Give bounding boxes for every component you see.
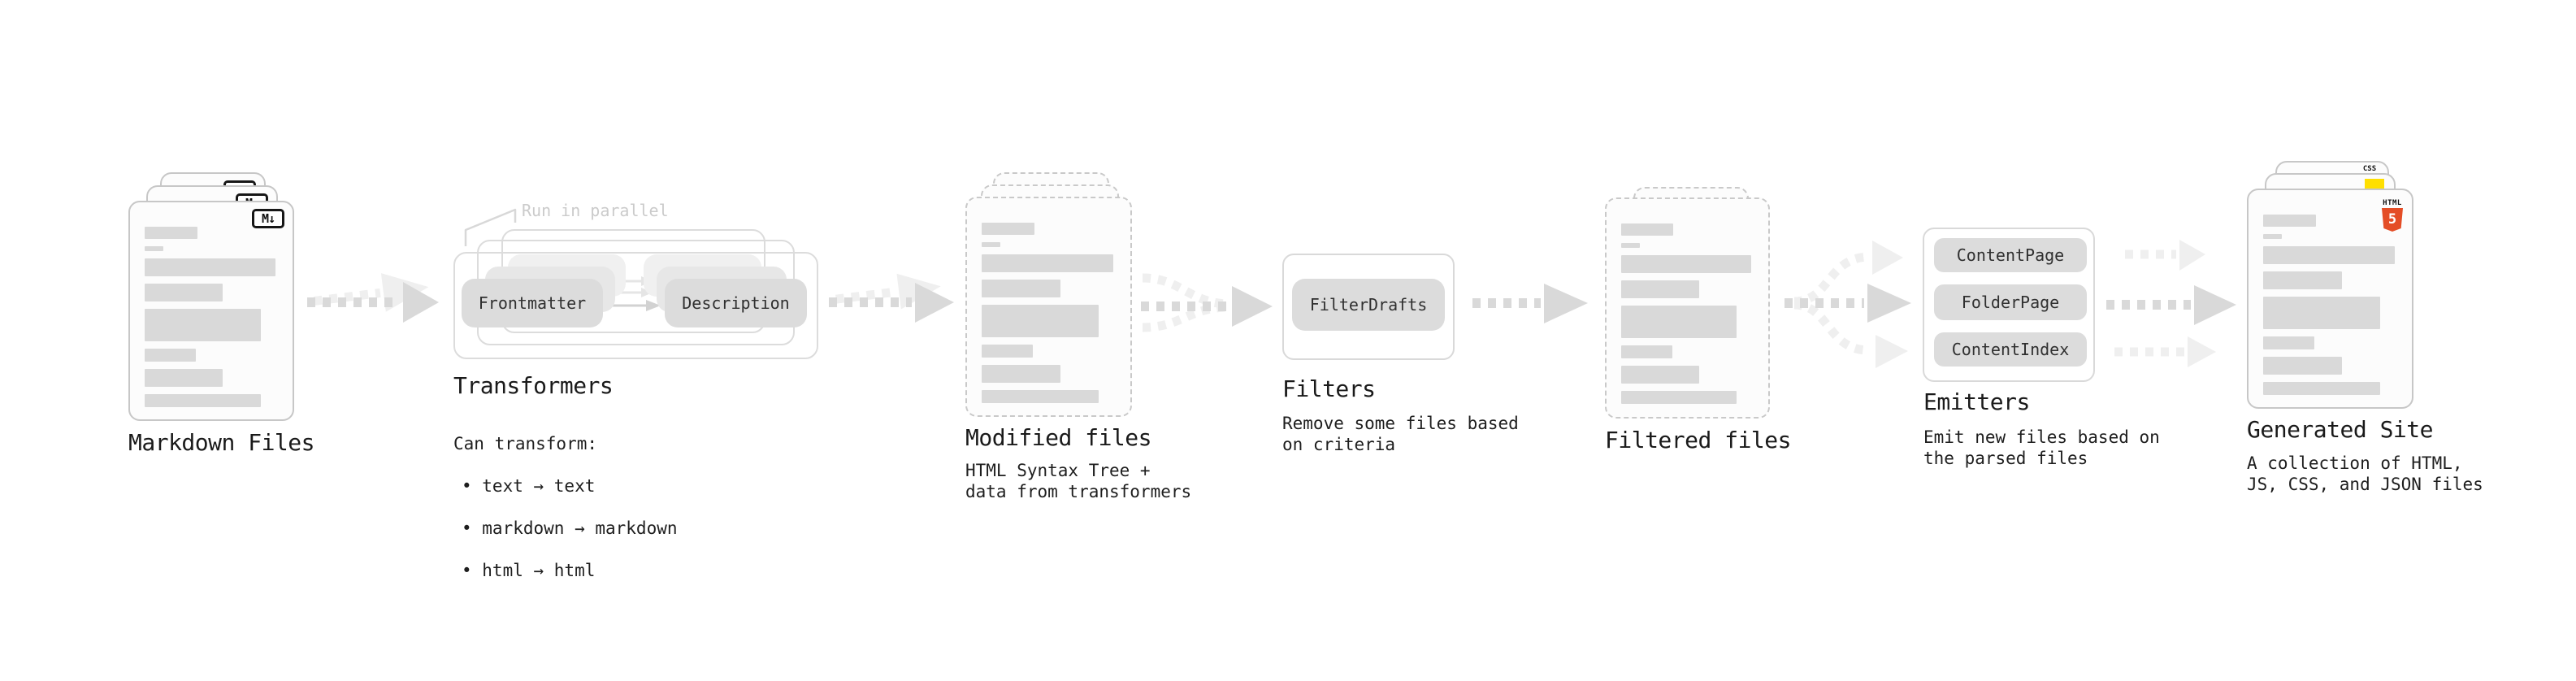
html5-icon-label: HTML [2383, 199, 2402, 207]
document-content-bars [2263, 215, 2399, 402]
filters-label: Filters [1282, 375, 1376, 402]
folderpage-pill: FolderPage [1934, 284, 2087, 320]
document-card: M↓ [128, 201, 294, 421]
emitters-description: Emit new files based on the parsed files [1923, 427, 2160, 468]
generated-site-stack: CSS HTML 5 [2247, 161, 2418, 413]
arrow-filtered-to-emitters-fanout [1785, 241, 1911, 368]
generated-site-description: A collection of HTML, JS, CSS, and JSON … [2247, 453, 2483, 494]
arrow-emitters-to-site [2106, 240, 2236, 367]
filtered-files-label: Filtered files [1605, 427, 1792, 453]
description-pill: Description [665, 279, 807, 327]
markdown-files-stack: M↓ M↓ M↓ [128, 161, 328, 423]
filtered-files-stack [1605, 187, 1773, 423]
modified-files-label: Modified files [965, 424, 1152, 451]
html5-icon: HTML 5 [2380, 199, 2405, 232]
arrow-transformers-to-modified [829, 273, 954, 323]
css-icon-text: CSS [2362, 165, 2377, 173]
transformers-notes: Can transform: • text → text • markdown … [453, 412, 678, 602]
emitters-panel: ContentPage FolderPage ContentIndex [1923, 228, 2095, 382]
modified-files-stack [965, 172, 1136, 432]
filters-description: Remove some files based on criteria [1282, 414, 1519, 454]
note-item: • text → text [462, 476, 596, 496]
run-in-parallel-callout: Run in parallel [522, 201, 669, 220]
markdown-icon: M↓ [252, 209, 284, 228]
document-content-bars [145, 227, 280, 414]
modified-files-description: HTML Syntax Tree + data from transformer… [965, 461, 1192, 501]
document-content-bars [982, 223, 1117, 410]
javascript-icon [2365, 179, 2384, 189]
emitters-label: Emitters [1923, 388, 2030, 415]
note-item: • html → html [462, 561, 596, 580]
contentpage-pill: ContentPage [1934, 238, 2087, 272]
html5-icon-shield: 5 [2382, 208, 2403, 232]
generated-site-label: Generated Site [2247, 416, 2434, 443]
document-content-bars [1621, 223, 1755, 411]
frontmatter-pill: Frontmatter [462, 279, 603, 327]
document-card: HTML 5 [2247, 189, 2413, 409]
transformer-frame-front [453, 252, 818, 359]
document-card-dashed [965, 197, 1132, 417]
transformers-label: Transformers [453, 372, 614, 399]
filterdrafts-pill: FilterDrafts [1292, 279, 1445, 331]
filters-panel: FilterDrafts [1282, 254, 1455, 360]
notes-title: Can transform: [453, 434, 598, 453]
arrow-filters-to-filtered [1472, 284, 1588, 323]
arrow-modified-to-filters-merge [1141, 273, 1273, 332]
contentindex-pill: ContentIndex [1934, 332, 2087, 367]
markdown-files-label: Markdown Files [128, 429, 315, 456]
document-card-dashed [1605, 197, 1770, 419]
note-item: • markdown → markdown [462, 518, 678, 538]
transformers-stack: Frontmatter Description [453, 229, 821, 361]
